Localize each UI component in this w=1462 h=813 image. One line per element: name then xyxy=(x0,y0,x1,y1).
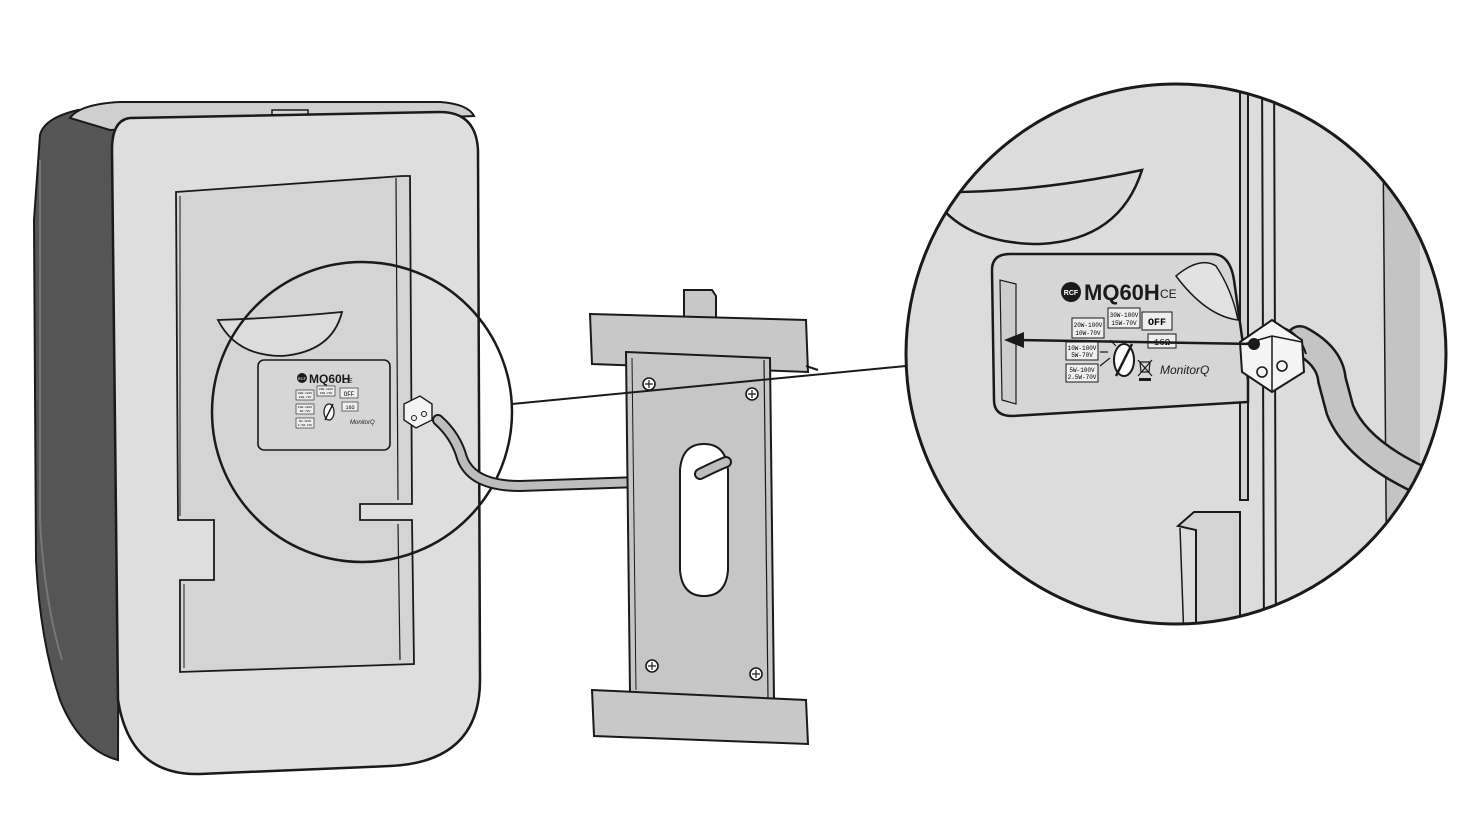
zoom-series-logo: MonitorQ xyxy=(1160,363,1209,377)
zoom-tap-off: OFF xyxy=(1148,318,1166,329)
recycle-bin-icon xyxy=(1137,359,1153,381)
speaker-label-recess xyxy=(257,359,391,451)
zoom-tap-2b: 15W-70V xyxy=(1111,320,1137,327)
small-rating-label: RCF MQ60H CE 20W-100V 10W-70V 30W-100V 1… xyxy=(295,372,375,429)
small-tap-3b: 5W-70V xyxy=(300,410,311,413)
zoom-model-text: MQ60H xyxy=(1084,280,1160,305)
bracket-screw xyxy=(749,667,763,681)
zoom-cutout xyxy=(927,168,1144,246)
bracket-screw xyxy=(645,659,659,673)
small-brand-text: RCF xyxy=(298,376,307,381)
small-tap-3a: 10W-100V xyxy=(298,406,313,409)
small-tap-1a: 20W-100V xyxy=(298,392,313,395)
insert-direction-arrow-icon xyxy=(1004,332,1260,350)
speaker-side-panel xyxy=(32,106,122,762)
small-model-text: MQ60H xyxy=(309,372,350,386)
speaker-cutout xyxy=(216,310,344,357)
zoom-tap-4a: 5W-100V xyxy=(1069,367,1095,374)
small-tap-off: OFF xyxy=(344,391,355,398)
small-tap-2b: 15W-70V xyxy=(320,392,333,395)
small-tap-ohm: 16Ω xyxy=(345,405,354,411)
small-tap-2a: 30W-100V xyxy=(319,388,334,391)
wall-bracket xyxy=(588,289,819,746)
detail-circle-large: RCF MQ60H CE 20W-100V 10W-70V 30W-100V 1… xyxy=(904,82,1448,626)
bracket-bottom-flange xyxy=(590,688,810,746)
zoom-tap-2a: 30W-100V xyxy=(1110,312,1139,319)
zoom-tap-3a: 10W-100V xyxy=(1068,345,1097,352)
zoom-tap-3b: 5W-70V xyxy=(1071,352,1093,359)
small-tap-4b: 2.5W-70V xyxy=(298,424,313,427)
zoom-label-recess xyxy=(990,252,1250,418)
zoom-brand-text: RCF xyxy=(1064,290,1079,297)
detail-callout-line xyxy=(511,365,907,405)
detail-circle-small xyxy=(210,260,514,564)
small-tap-1b: 10W-70V xyxy=(299,396,312,399)
small-tap-4a: 5W-100V xyxy=(299,420,312,423)
bracket-cable-slot xyxy=(679,442,729,598)
zoom-ce-text: CE xyxy=(1160,287,1177,301)
small-series-logo: MonitorQ xyxy=(350,420,375,426)
zoom-tap-4b: 2.5W-70V xyxy=(1068,374,1097,381)
bracket-screw xyxy=(745,387,759,401)
zoom-terminal-block xyxy=(1238,318,1306,394)
zoom-tap-1b: 10W-70V xyxy=(1075,330,1101,337)
bracket-screw xyxy=(642,377,656,391)
zoom-tap-1a: 20W-100V xyxy=(1074,322,1103,329)
speaker-rear-view: RCF MQ60H CE 20W-100V 10W-70V 30W-100V 1… xyxy=(32,101,482,776)
small-ce-text: CE xyxy=(343,378,353,385)
